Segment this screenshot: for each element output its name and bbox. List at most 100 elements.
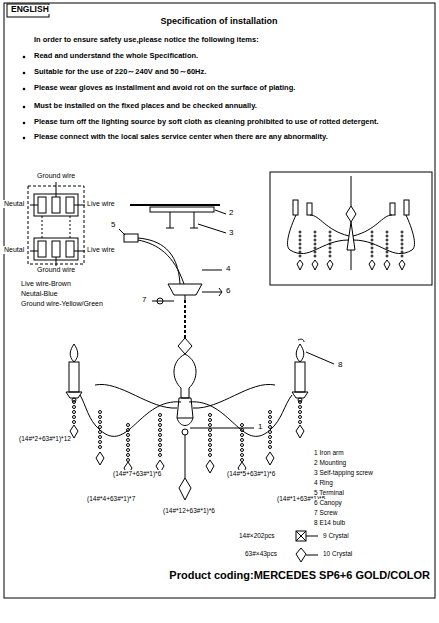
callout-number: 4 [225, 265, 231, 274]
crystal-drop [399, 260, 405, 270]
crystal-bead [159, 439, 162, 442]
crystal-bead [269, 416, 272, 419]
wire-name: Neutal [3, 246, 25, 254]
crystal-bead [329, 231, 331, 233]
crystal-bead [209, 429, 212, 432]
crystal-bead [299, 239, 301, 241]
crystal-bead [371, 243, 373, 245]
language-label: ENGLISH [10, 5, 50, 14]
crystal-bead [299, 411, 302, 414]
crystal-bead [314, 247, 316, 249]
crystal-bead [241, 459, 244, 462]
crystal-bead [386, 239, 388, 241]
crystal-bead [241, 424, 244, 427]
crystal-drop [297, 260, 303, 270]
wire-color: Live wire-Brown [20, 280, 72, 288]
crystal-formula: (14#*7+63#*1)*6 [112, 470, 162, 477]
crystal-drop [312, 260, 318, 270]
crystal-bead [99, 411, 102, 414]
parts-list-item: 7 Screw [313, 509, 338, 516]
crystal-bead [401, 231, 403, 233]
crystal-drop [206, 460, 214, 473]
crystal-bead [371, 255, 373, 257]
ceiling-mounting [119, 205, 226, 304]
crystal-bead [99, 431, 102, 434]
crystal-bead [386, 231, 388, 233]
crystal-count: 14#×202pcs [238, 532, 276, 539]
crystal-bead [386, 243, 388, 245]
crystal-bead [386, 251, 388, 253]
crystal-bead [73, 416, 76, 419]
parts-list-item: 1 Iron arm [313, 449, 345, 456]
callout-number: 3 [228, 229, 234, 238]
parts-list-item: 6 Canopy [313, 499, 343, 506]
crystal-bead [401, 255, 403, 257]
wiring-terminal [28, 182, 85, 266]
wire-name: Neutal [3, 200, 25, 208]
crystal-bead [269, 421, 272, 424]
callout-number: 2 [228, 209, 234, 218]
language-box [7, 4, 49, 17]
crystal-bead [386, 247, 388, 249]
crystal-bead [299, 255, 301, 257]
crystal-bead [386, 235, 388, 237]
crystal-bead [329, 235, 331, 237]
crystal-bead [159, 434, 162, 437]
safety-note: Please connect with the local sales serv… [33, 133, 329, 141]
crystal-bead [371, 239, 373, 241]
crystal-bead [209, 424, 212, 427]
crystal-bead [99, 421, 102, 424]
crystal-bead [401, 235, 403, 237]
crystal-bead [299, 251, 301, 253]
safety-note: Suitable for the use of 220～240V and 50～… [33, 68, 207, 76]
crystal-bead [299, 243, 301, 245]
crystal-bead [127, 424, 130, 427]
crystal-bead [299, 401, 302, 404]
crystal-bead [299, 406, 302, 409]
wire-name: Live wire [86, 246, 116, 254]
crystal-bead [73, 421, 76, 424]
crystal-bead [73, 406, 76, 409]
crystal-bead [329, 239, 331, 241]
safety-note: Must be installed on the fixed places an… [33, 102, 258, 110]
crystal-bead [241, 439, 244, 442]
crystal-bead [99, 416, 102, 419]
crystal-bead [209, 414, 212, 417]
crystal-formula: (14#*12+63#*1)*6 [162, 507, 216, 514]
crystal-bead [99, 446, 102, 449]
crystal-bead [299, 231, 301, 233]
crystal-bead [241, 449, 244, 452]
crystal-bead [269, 426, 272, 429]
crystal-bead [401, 247, 403, 249]
parts-list-item: 10 Crystal [322, 550, 353, 557]
crystal-bead [329, 255, 331, 257]
callout-number: 8 [337, 361, 343, 370]
crystal-bead [329, 251, 331, 253]
crystal-formula: (14#*5+63#*1)*6 [226, 470, 276, 477]
crystal-bead [371, 251, 373, 253]
crystal-bead [159, 429, 162, 432]
crystal-bead [314, 235, 316, 237]
inset-view [270, 172, 432, 285]
wire-color: Neutal-Blue [20, 290, 59, 298]
crystal-bead [386, 255, 388, 257]
crystal-bead [269, 446, 272, 449]
wire-color: Ground wire-Yellow/Green [20, 300, 104, 308]
crystal-bead [314, 255, 316, 257]
crystal-bead [269, 436, 272, 439]
intro-note: In order to ensure safety use,please not… [33, 36, 260, 44]
crystal-bead [159, 444, 162, 447]
crystal-formula: (14#*2+63#*1)*12 [18, 435, 72, 442]
crystal-bead [371, 231, 373, 233]
crystal-bead [99, 426, 102, 429]
callout-number: 7 [141, 296, 147, 305]
crystal-bead [209, 449, 212, 452]
crystal-bead [329, 247, 331, 249]
wire-name: Ground wire [36, 172, 76, 180]
crystal-bead [269, 411, 272, 414]
page-frame [4, 3, 435, 598]
crystal-bead [159, 414, 162, 417]
bullet-dots [23, 56, 26, 140]
crystal-bead [127, 439, 130, 442]
crystal-bead [314, 231, 316, 233]
